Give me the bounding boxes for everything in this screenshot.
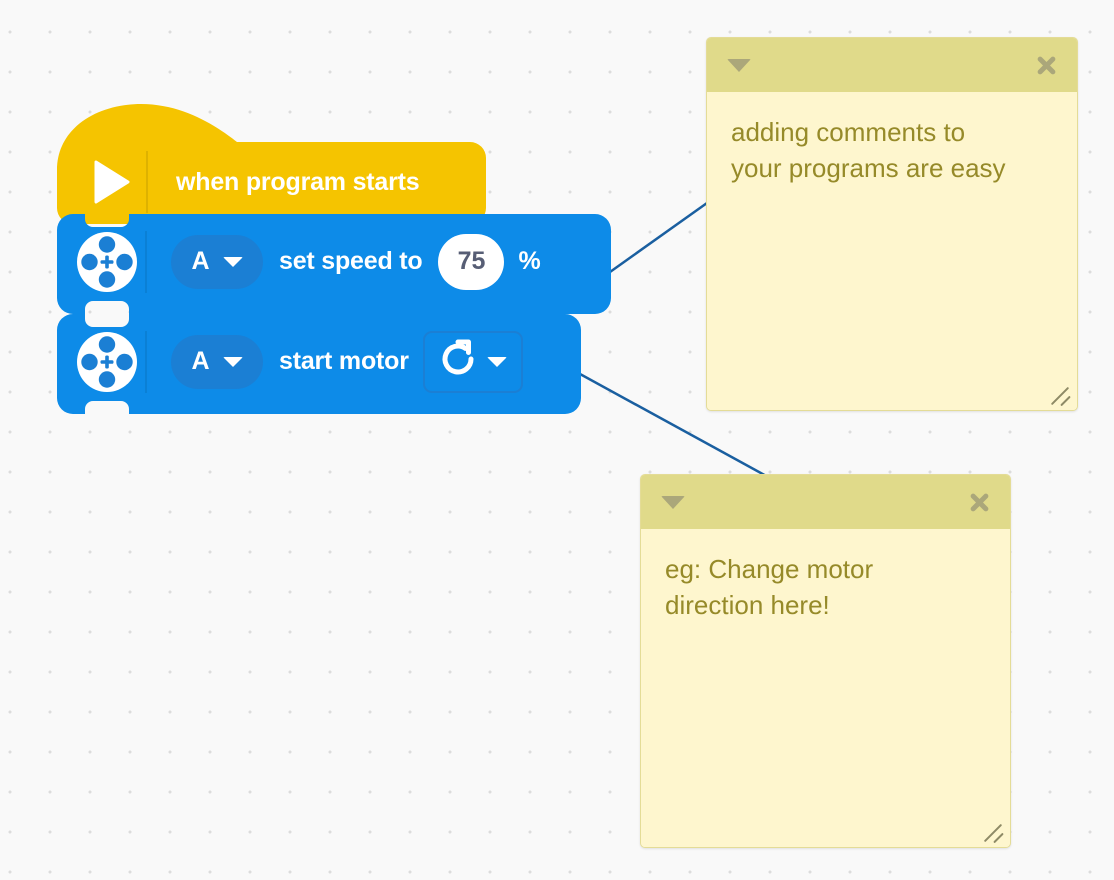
block-label-set-speed-to: set speed to [279, 247, 423, 275]
comment-body[interactable]: eg: Change motor direction here! [641, 529, 1010, 847]
resize-grip-icon[interactable] [1049, 384, 1071, 406]
direction-dropdown-start-motor[interactable] [422, 330, 523, 393]
resize-grip-icon[interactable] [982, 821, 1004, 843]
hat-block-shape [57, 104, 486, 224]
comment-header[interactable] [707, 38, 1077, 92]
rotate-clockwise-icon [439, 339, 479, 384]
block-label-when-program-starts: when program starts [176, 168, 420, 196]
block-when-program-starts[interactable]: when program starts [57, 104, 487, 224]
block-divider [145, 230, 147, 293]
port-dropdown-set-speed[interactable]: A [171, 234, 263, 289]
port-dropdown-start-motor[interactable]: A [171, 334, 263, 389]
collapse-triangle-icon[interactable] [727, 58, 751, 72]
block-divider [146, 151, 148, 213]
block-label-start-motor: start motor [279, 347, 409, 375]
chevron-down-icon [222, 356, 243, 367]
script-stack[interactable]: when program starts [57, 104, 613, 419]
close-x-icon[interactable] [966, 489, 992, 515]
speed-value-input[interactable]: 75 [438, 233, 505, 290]
speed-value: 75 [457, 247, 486, 275]
collapse-triangle-icon[interactable] [661, 495, 685, 509]
percent-unit-label: % [518, 247, 541, 275]
block-set-speed-to[interactable]: A set speed to 75 % [57, 214, 613, 319]
port-dropdown-value: A [191, 247, 210, 275]
close-x-icon[interactable] [1033, 52, 1059, 78]
comment-header[interactable] [641, 475, 1010, 529]
chevron-down-icon [486, 356, 507, 367]
comment-text[interactable]: eg: Change motor direction here! [665, 554, 874, 620]
comment-bubble[interactable]: adding comments to your programs are eas… [706, 37, 1078, 411]
comment-body[interactable]: adding comments to your programs are eas… [707, 92, 1077, 410]
motor-icon [75, 230, 139, 294]
comment-bubble[interactable]: eg: Change motor direction here! [640, 474, 1011, 848]
chevron-down-icon [222, 256, 243, 267]
block-start-motor[interactable]: A start motor [57, 314, 583, 419]
block-divider [145, 330, 147, 393]
connector-line-comment-1 [609, 201, 708, 274]
play-icon [80, 151, 142, 213]
comment-text[interactable]: adding comments to your programs are eas… [731, 117, 1006, 183]
motor-icon [75, 330, 139, 394]
port-dropdown-value: A [191, 347, 210, 375]
